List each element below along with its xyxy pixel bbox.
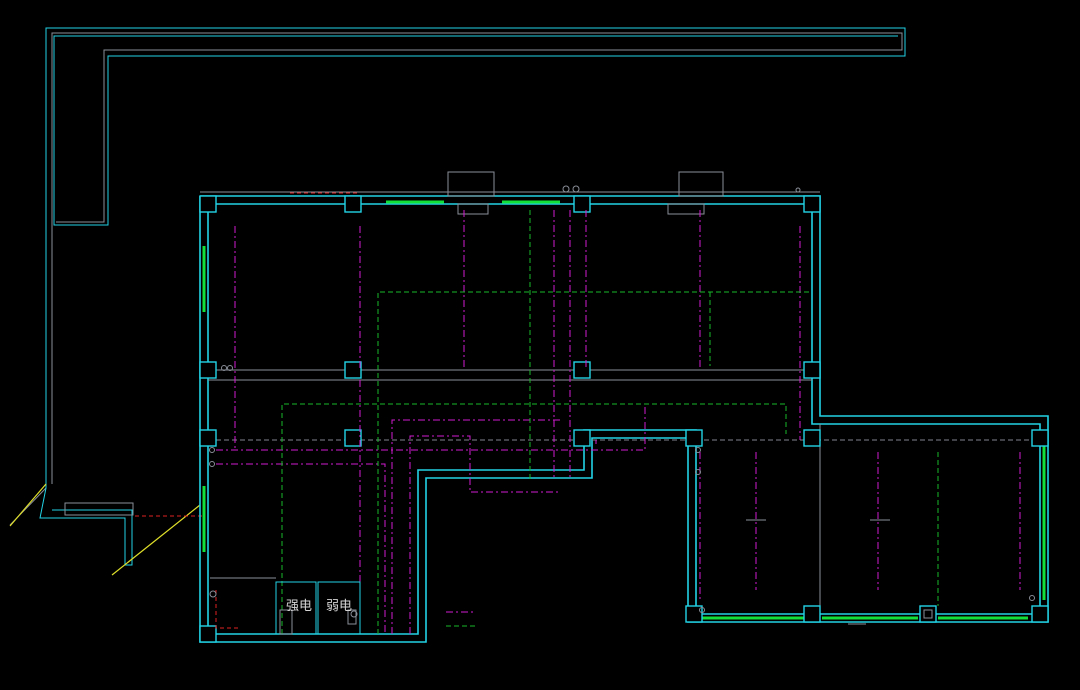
room-label-strong-current: 强电 — [286, 599, 312, 614]
legend — [446, 611, 476, 627]
green-pipes — [281, 210, 939, 634]
fixture-symbols — [209, 187, 1035, 613]
windows — [202, 200, 1046, 620]
room-labels: 强电 弱电 — [286, 599, 352, 614]
roof-units — [447, 171, 724, 215]
columns — [199, 195, 1049, 643]
corridor-outline — [9, 27, 906, 566]
building-walls — [199, 191, 1049, 643]
room-label-weak-current: 弱电 — [326, 599, 352, 614]
utility-rooms — [209, 577, 361, 635]
entrance — [848, 605, 937, 625]
magenta-pipes — [216, 210, 1021, 634]
stair-lines — [9, 483, 202, 576]
